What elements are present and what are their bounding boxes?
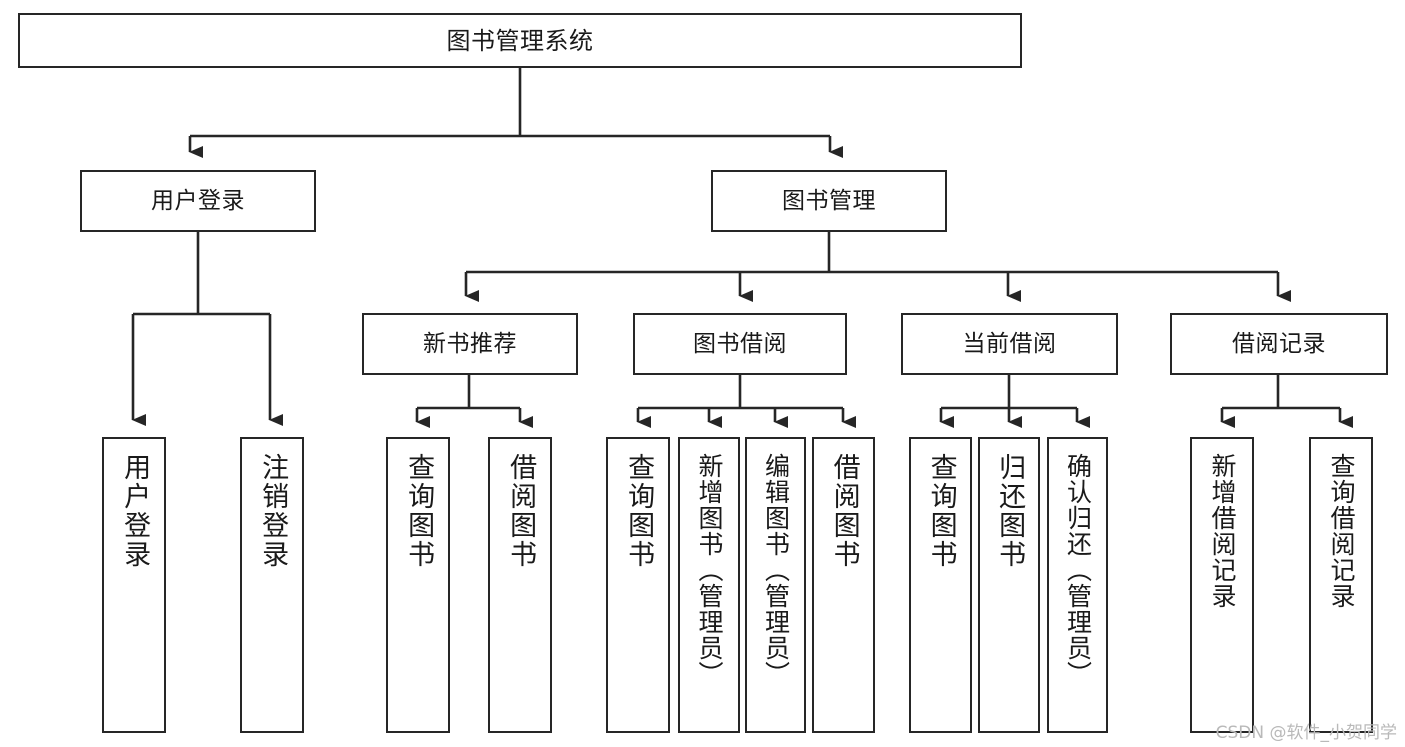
node-book-borrow[interactable]: 图书借阅 xyxy=(633,313,847,375)
node-leaf-add-book[interactable]: 新增图书（管理员） xyxy=(678,437,740,733)
node-leaf-query-book-2[interactable]: 查询图书 xyxy=(606,437,670,733)
node-current-borrow[interactable]: 当前借阅 xyxy=(901,313,1118,375)
node-leaf-query-book-2-label: 查询图书 xyxy=(623,453,655,569)
node-book-manage-label: 图书管理 xyxy=(782,187,876,214)
node-leaf-user-login-label: 用户登录 xyxy=(119,453,151,569)
node-book-borrow-label: 图书借阅 xyxy=(693,330,787,357)
node-leaf-edit-book[interactable]: 编辑图书（管理员） xyxy=(745,437,806,733)
node-leaf-edit-book-label: 编辑图书（管理员） xyxy=(761,453,791,687)
node-leaf-confirm-return[interactable]: 确认归还（管理员） xyxy=(1047,437,1108,733)
node-leaf-return-book[interactable]: 归还图书 xyxy=(978,437,1040,733)
node-borrow-record[interactable]: 借阅记录 xyxy=(1170,313,1388,375)
node-leaf-return-book-label: 归还图书 xyxy=(994,453,1026,569)
node-leaf-confirm-return-label: 确认归还（管理员） xyxy=(1063,453,1093,687)
node-leaf-query-book-1[interactable]: 查询图书 xyxy=(386,437,450,733)
node-user-login[interactable]: 用户登录 xyxy=(80,170,316,232)
node-borrow-record-label: 借阅记录 xyxy=(1232,330,1326,357)
csdn-watermark: CSDN @软件_小贺同学 xyxy=(1215,723,1397,743)
node-leaf-query-book-3-label: 查询图书 xyxy=(925,453,957,569)
node-leaf-add-book-label: 新增图书（管理员） xyxy=(695,453,724,687)
node-new-book-recommend-label: 新书推荐 xyxy=(423,330,517,357)
node-book-manage[interactable]: 图书管理 xyxy=(711,170,947,232)
node-leaf-query-book-1-label: 查询图书 xyxy=(403,453,435,569)
node-root[interactable]: 图书管理系统 xyxy=(18,13,1022,68)
node-leaf-borrow-book-2[interactable]: 借阅图书 xyxy=(812,437,875,733)
node-leaf-add-record[interactable]: 新增借阅记录 xyxy=(1190,437,1254,733)
node-leaf-query-book-3[interactable]: 查询图书 xyxy=(909,437,972,733)
node-leaf-query-record-label: 查询借阅记录 xyxy=(1327,453,1356,609)
node-leaf-add-record-label: 新增借阅记录 xyxy=(1208,453,1237,609)
node-new-book-recommend[interactable]: 新书推荐 xyxy=(362,313,578,375)
node-root-label: 图书管理系统 xyxy=(446,26,594,55)
node-leaf-user-login[interactable]: 用户登录 xyxy=(102,437,166,733)
node-leaf-borrow-book-2-label: 借阅图书 xyxy=(828,453,860,569)
node-leaf-logout-login[interactable]: 注销登录 xyxy=(240,437,304,733)
node-user-login-label: 用户登录 xyxy=(151,187,245,214)
node-leaf-borrow-book-1-label: 借阅图书 xyxy=(505,453,537,569)
node-current-borrow-label: 当前借阅 xyxy=(962,330,1057,357)
node-leaf-logout-login-label: 注销登录 xyxy=(257,453,289,569)
node-leaf-borrow-book-1[interactable]: 借阅图书 xyxy=(488,437,552,733)
node-leaf-query-record[interactable]: 查询借阅记录 xyxy=(1309,437,1373,733)
